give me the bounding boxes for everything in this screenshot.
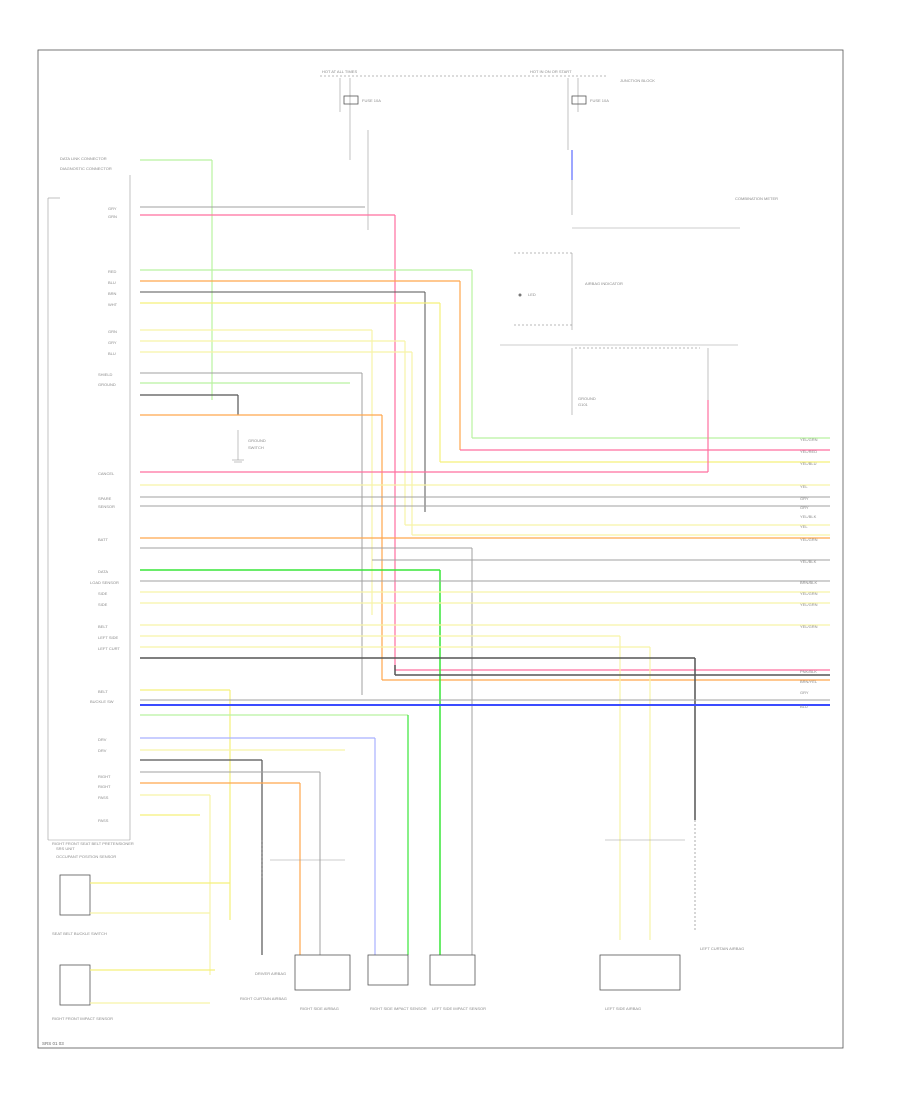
svg-text:GRY: GRY [800, 505, 809, 510]
svg-text:BLU: BLU [108, 280, 116, 285]
srs-unit-label: SRS UNIT [56, 846, 75, 851]
svg-text:GRY: GRY [800, 690, 809, 695]
driver-airbag-label: DRIVER AIRBAG [255, 971, 286, 976]
svg-text:YEL/RED: YEL/RED [800, 449, 817, 454]
diag-conn-label-2: DIAGNOSTIC CONNECTOR [60, 166, 112, 171]
top-left-fuse-label: HOT AT ALL TIMES [322, 69, 357, 74]
svg-text:RIGHT: RIGHT [98, 784, 111, 789]
svg-text:YEL/GRN: YEL/GRN [800, 624, 818, 629]
right-side-airbag-label: RIGHT SIDE AIRBAG [300, 1006, 339, 1011]
left-side-airbag-label: LEFT SIDE AIRBAG [605, 1006, 641, 1011]
svg-text:GROUND: GROUND [248, 438, 266, 443]
srs-unit: DATA LINK CONNECTOR DIAGNOSTIC CONNECTOR… [47, 156, 131, 859]
combination-meter: LED AIRBAG INDICATOR GROUND G101 [500, 252, 738, 415]
fuse-right-detail: FUSE 10A [590, 98, 609, 103]
svg-text:BRN/YEL: BRN/YEL [800, 679, 818, 684]
svg-text:YEL/BLU: YEL/BLU [800, 461, 817, 466]
right-side-sensor-label: RIGHT SIDE IMPACT SENSOR [370, 1006, 427, 1011]
svg-text:PASS: PASS [98, 818, 109, 823]
svg-text:SWITCH: SWITCH [248, 445, 264, 450]
seat-belt-buckle-label: SEAT BELT BUCKLE SWITCH [52, 931, 107, 936]
svg-text:YEL/BLK: YEL/BLK [800, 514, 817, 519]
diag-conn-label-1: DATA LINK CONNECTOR [60, 156, 107, 161]
svg-text:GRY: GRY [108, 206, 117, 211]
pretensioner-right-label: RIGHT FRONT SEAT BELT PRETENSIONER [52, 841, 134, 846]
svg-text:SIDE: SIDE [98, 591, 108, 596]
occupant-sensor-label: OCCUPANT POSITION SENSOR [56, 854, 116, 859]
bottom-components: RIGHT FRONT SEAT BELT PRETENSIONER SEAT … [52, 820, 744, 1021]
svg-text:LEFT SIDE: LEFT SIDE [98, 635, 118, 640]
svg-text:YEL: YEL [800, 484, 808, 489]
svg-text:DRV: DRV [98, 748, 107, 753]
svg-text:SIDE: SIDE [98, 602, 108, 607]
svg-text:LOAD SENSOR: LOAD SENSOR [90, 580, 119, 585]
svg-text:BLU: BLU [800, 704, 808, 709]
left-side-sensor-label: LEFT SIDE IMPACT SENSOR [432, 1006, 486, 1011]
svg-text:CANCEL: CANCEL [98, 471, 115, 476]
svg-text:PASS: PASS [98, 795, 109, 800]
svg-text:BELT: BELT [98, 689, 108, 694]
svg-text:BELT: BELT [98, 624, 108, 629]
svg-text:GRY: GRY [108, 340, 117, 345]
left-curtain-label: LEFT CURTAIN AIRBAG [700, 946, 744, 951]
page-id: SRS 01 03 [42, 1041, 64, 1046]
fuse-area: HOT AT ALL TIMES HOT IN ON OR START FUSE… [320, 69, 778, 230]
svg-text:BLU: BLU [108, 351, 116, 356]
right-curtain-label: RIGHT CURTAIN AIRBAG [240, 996, 287, 1001]
svg-text:SPARE: SPARE [98, 496, 112, 501]
top-right-fuse-label: HOT IN ON OR START [530, 69, 572, 74]
diagram-frame [37, 49, 844, 1049]
pin-labels: GRY GRN RED BLU BRN WHT GRN GRY BLU SHIE… [90, 206, 120, 823]
junction-block-label: JUNCTION BLOCK [620, 78, 655, 83]
svg-text:SENSOR: SENSOR [98, 504, 115, 509]
svg-text:YEL/GRN: YEL/GRN [800, 591, 818, 596]
svg-text:YEL/GRN: YEL/GRN [800, 537, 818, 542]
svg-text:YEL/BLK: YEL/BLK [800, 559, 817, 564]
svg-text:YEL/GRN: YEL/GRN [800, 437, 818, 442]
cluster-label: COMBINATION METER [735, 196, 778, 201]
svg-text:GRY: GRY [800, 496, 809, 501]
svg-text:BUCKLE SW: BUCKLE SW [90, 699, 114, 704]
right-front-sensor-label: RIGHT FRONT IMPACT SENSOR [52, 1016, 113, 1021]
svg-text:RED: RED [108, 269, 117, 274]
svg-text:SHIELD: SHIELD [98, 372, 113, 377]
svg-text:GRN: GRN [108, 329, 117, 334]
svg-text:DRV: DRV [98, 737, 107, 742]
ground-note: G101 [578, 402, 589, 407]
svg-text:YEL/GRN: YEL/GRN [800, 602, 818, 607]
svg-text:RIGHT: RIGHT [98, 774, 111, 779]
right-wire-tags: YEL/GRN YEL/RED YEL/BLU YEL GRY GRY YEL/… [800, 437, 818, 709]
svg-text:BRN: BRN [108, 291, 117, 296]
svg-text:DATA: DATA [98, 569, 108, 574]
wire-bundle: GROUND SWITCH [140, 206, 830, 975]
svg-text:YEL: YEL [800, 524, 808, 529]
svg-text:GROUND: GROUND [98, 382, 116, 387]
svg-text:LEFT CURT: LEFT CURT [98, 646, 120, 651]
svg-text:BRN/BLK: BRN/BLK [800, 580, 817, 585]
svg-text:WHT: WHT [108, 302, 118, 307]
svg-text:LED: LED [528, 292, 536, 297]
svg-text:GRN: GRN [108, 214, 117, 219]
fuse-left-detail: FUSE 10A [362, 98, 381, 103]
svg-text:GROUND: GROUND [578, 396, 596, 401]
indicator-label: AIRBAG INDICATOR [585, 281, 623, 286]
svg-text:PNK/BLK: PNK/BLK [800, 669, 817, 674]
svg-text:BATT: BATT [98, 537, 108, 542]
